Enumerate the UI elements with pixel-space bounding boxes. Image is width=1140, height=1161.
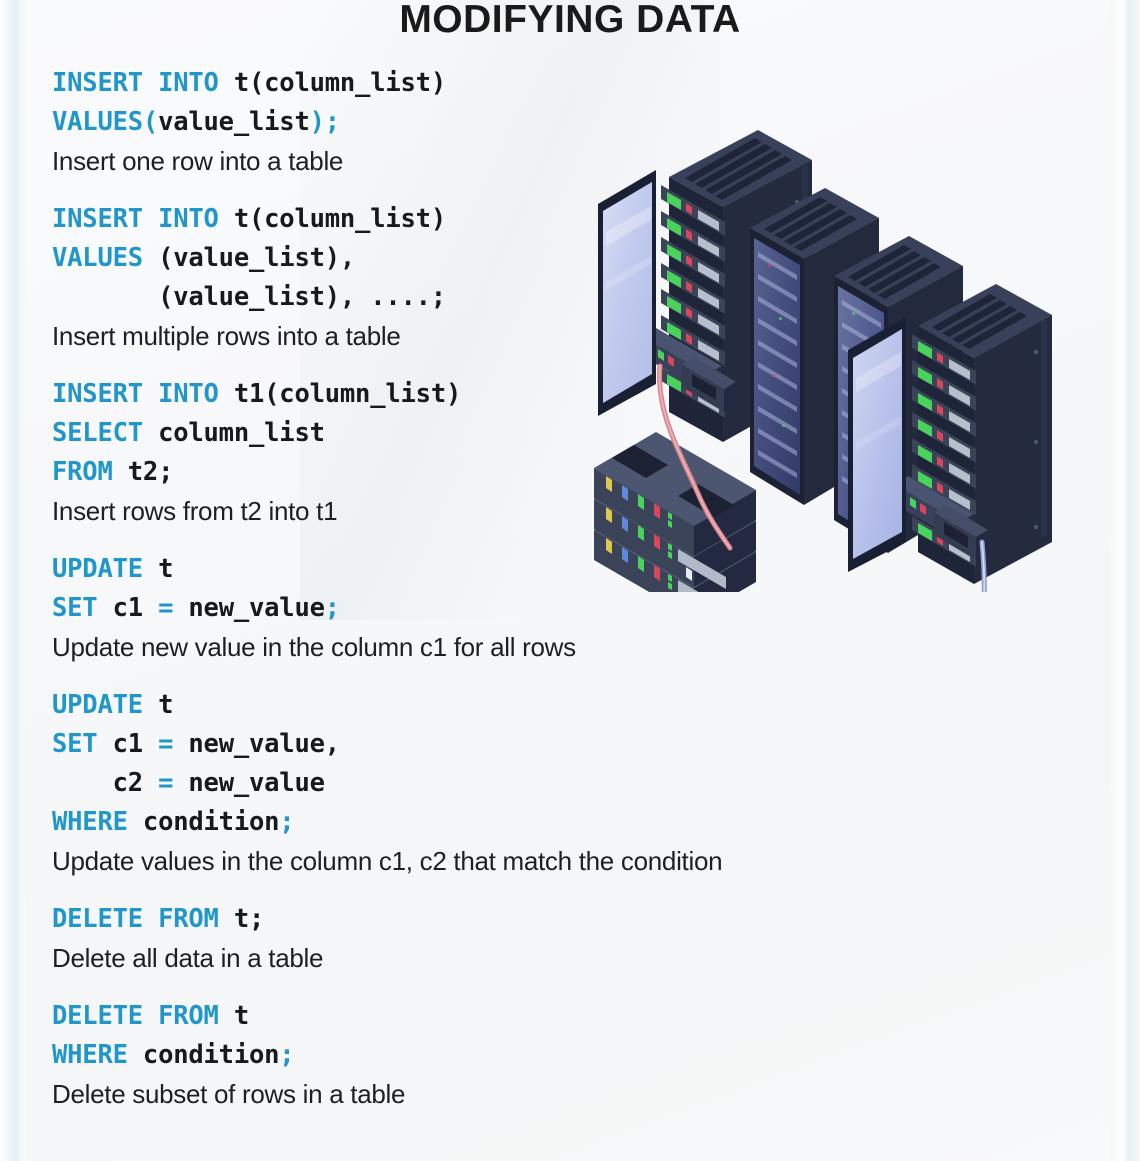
code-line: INSERT INTO t(column_list): [52, 200, 792, 239]
rack-4-glass-door: [848, 317, 906, 572]
code-line: (value_list), ....;: [52, 278, 792, 317]
sql-description: Update values in the column c1, c2 that …: [52, 846, 723, 876]
sql-text: t(column_list): [218, 68, 446, 98]
sql-block-insert-from-select: INSERT INTO t1(column_list) SELECT colum…: [52, 375, 792, 531]
code-line: INSERT INTO t1(column_list): [52, 375, 792, 414]
page-right-edge: [1110, 0, 1140, 1161]
sql-text: t: [142, 554, 174, 584]
sql-block-insert-multiple-rows: INSERT INTO t(column_list) VALUES (value…: [52, 200, 792, 356]
sql-punct: ;: [279, 807, 295, 837]
sql-text: c1: [97, 593, 159, 623]
rack-1-base-unit: [682, 357, 736, 412]
sql-description: Update new value in the column c1 for al…: [52, 632, 576, 662]
sql-text: c2: [52, 768, 159, 798]
code-line: WHERE condition;: [52, 1036, 792, 1075]
sql-keyword: INSERT INTO: [52, 68, 219, 98]
sql-punct: =: [158, 593, 174, 623]
sql-keyword: SELECT: [52, 418, 143, 448]
code-line: UPDATE t: [52, 550, 792, 589]
sql-text: t: [142, 690, 174, 720]
code-line: UPDATE t: [52, 686, 792, 725]
code-line: DELETE FROM t;: [52, 900, 792, 939]
sql-reference-list: INSERT INTO t(column_list) VALUES(value_…: [52, 64, 792, 1133]
sql-description: Insert rows from t2 into t1: [52, 496, 338, 526]
sql-punct: (: [142, 107, 159, 137]
sql-text: c1: [97, 729, 159, 759]
sql-text: t1(column_list): [218, 379, 462, 409]
code-line: DELETE FROM t: [52, 997, 792, 1036]
sql-text: new_value,: [173, 729, 340, 759]
sql-text: new_value: [173, 593, 325, 623]
code-line: VALUES (value_list),: [52, 239, 792, 278]
sql-keyword: INSERT INTO: [52, 379, 219, 409]
sql-keyword: WHERE: [52, 807, 128, 837]
code-line: SELECT column_list: [52, 414, 792, 453]
sql-punct: =: [158, 729, 174, 759]
server-rack-4: [848, 284, 1052, 584]
sql-keyword: VALUES: [52, 107, 143, 137]
sql-keyword: UPDATE: [52, 554, 143, 584]
code-line: FROM t2;: [52, 453, 792, 492]
sql-description: Delete subset of rows in a table: [52, 1079, 406, 1109]
sql-text: (value_list), ....;: [52, 282, 446, 312]
sql-block-update-with-condition: UPDATE t SET c1 = new_value, c2 = new_va…: [52, 686, 792, 881]
sql-text: value_list: [158, 107, 310, 137]
sql-keyword: DELETE FROM: [52, 1001, 219, 1031]
rack-1-glass-door: [598, 170, 656, 416]
sql-keyword: VALUES: [52, 243, 143, 273]
code-line: SET c1 = new_value;: [52, 589, 792, 628]
sql-text: column_list: [142, 418, 325, 448]
sql-text: condition: [127, 807, 280, 837]
sql-text: condition: [127, 1040, 280, 1070]
page-left-edge: [0, 0, 26, 1161]
sql-punct: ;: [279, 1040, 295, 1070]
sql-punct: =: [158, 768, 174, 798]
sql-text: t2;: [112, 457, 174, 487]
sql-text: (value_list),: [142, 243, 356, 273]
sql-punct: );: [309, 107, 341, 137]
sql-keyword: INSERT INTO: [52, 204, 219, 234]
sql-block-update-all-rows: UPDATE t SET c1 = new_value; Update new …: [52, 550, 792, 667]
sql-block-delete-all-data: DELETE FROM t; Delete all data in a tabl…: [52, 900, 792, 978]
sql-punct: ;: [324, 593, 340, 623]
sql-block-delete-subset: DELETE FROM t WHERE condition; Delete su…: [52, 997, 792, 1114]
code-line: SET c1 = new_value,: [52, 725, 792, 764]
sql-text: t;: [218, 904, 265, 934]
code-line: VALUES(value_list);: [52, 103, 792, 142]
sql-block-insert-one-row: INSERT INTO t(column_list) VALUES(value_…: [52, 64, 792, 181]
sql-keyword: WHERE: [52, 1040, 128, 1070]
small-server-stack: [594, 432, 756, 592]
code-line: WHERE condition;: [52, 803, 792, 842]
sql-keyword: UPDATE: [52, 690, 143, 720]
sql-text: t(column_list): [218, 204, 446, 234]
sql-description: Insert multiple rows into a table: [52, 321, 401, 351]
sql-text: new_value: [173, 768, 325, 798]
server-racks-illustration: [582, 112, 1082, 592]
sql-keyword: DELETE FROM: [52, 904, 219, 934]
page-title: MODIFYING DATA: [399, 0, 741, 41]
sql-description: Delete all data in a table: [52, 943, 324, 973]
sql-keyword: SET: [52, 729, 98, 759]
code-line: INSERT INTO t(column_list): [52, 64, 792, 103]
code-line: c2 = new_value: [52, 764, 792, 803]
sql-keyword: SET: [52, 593, 98, 623]
sql-description: Insert one row into a table: [52, 146, 344, 176]
sql-keyword: FROM: [52, 457, 113, 487]
sql-text: t: [218, 1001, 249, 1031]
